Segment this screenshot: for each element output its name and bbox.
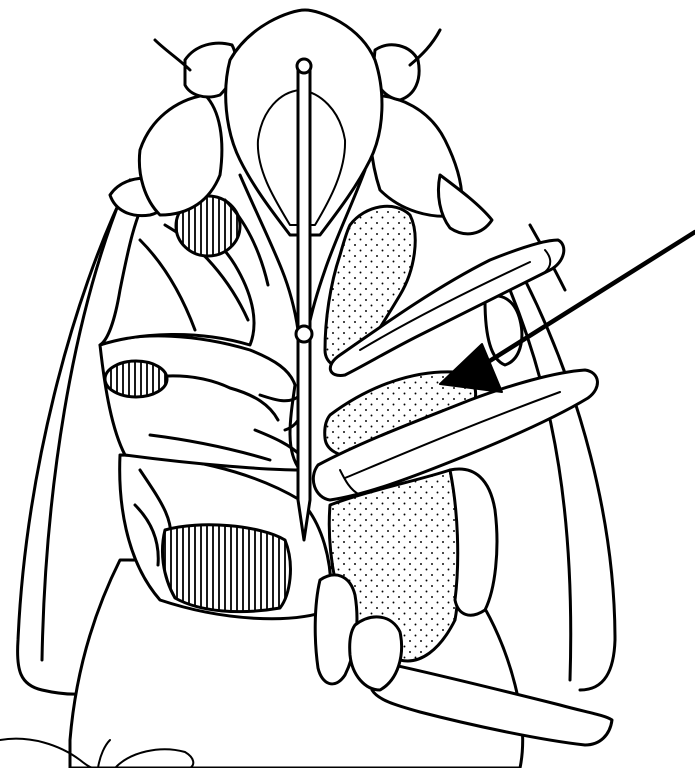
lower-hatched-patch [162, 525, 290, 612]
central-stylet [296, 59, 312, 540]
left-hatched-spot [105, 361, 167, 397]
pointer-arrow [440, 232, 695, 392]
mid-sclerites [100, 336, 302, 470]
left-head-lobes [139, 40, 235, 215]
right-head-lobes [369, 30, 492, 234]
